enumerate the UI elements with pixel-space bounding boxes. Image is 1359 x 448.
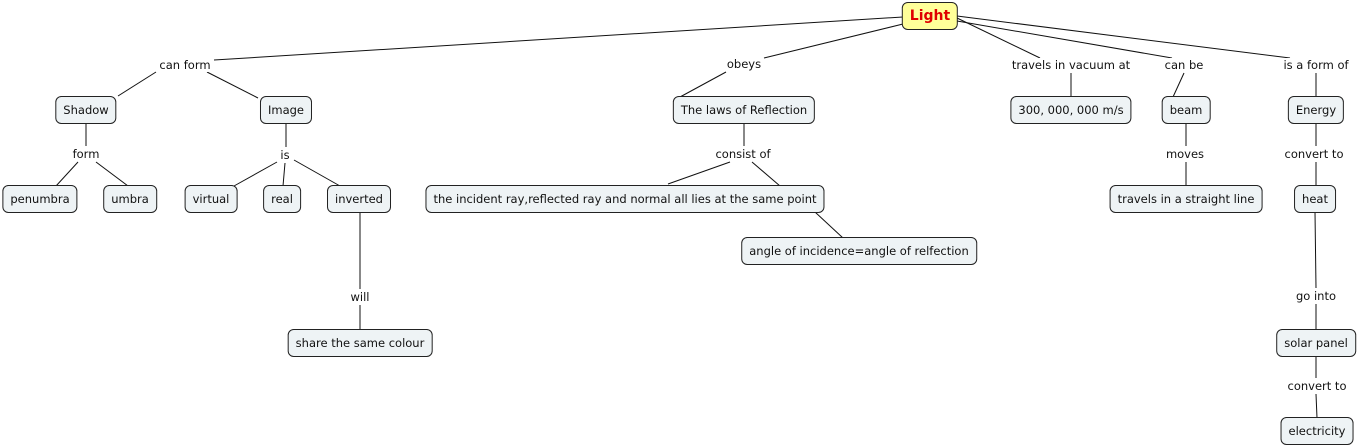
link-can-be: can be	[1162, 58, 1206, 72]
node-incident-ray[interactable]: the incident ray,reflected ray and norma…	[425, 185, 825, 213]
root-node-light[interactable]: Light	[901, 2, 959, 30]
link-convert-to: convert to	[1285, 379, 1349, 393]
link-is: is	[278, 148, 292, 162]
node-virtual[interactable]: virtual	[184, 185, 238, 213]
link-will: will	[348, 290, 372, 304]
node-inverted[interactable]: inverted	[327, 185, 391, 213]
node-straight-line[interactable]: travels in a straight line	[1109, 185, 1263, 213]
link-convert-to: convert to	[1282, 147, 1346, 161]
node-penumbra[interactable]: penumbra	[2, 185, 78, 213]
node-umbra[interactable]: umbra	[103, 185, 157, 213]
node-energy[interactable]: Energy	[1287, 96, 1345, 124]
link-moves: moves	[1163, 147, 1207, 161]
link-form: form	[70, 147, 102, 161]
node-solar-panel[interactable]: solar panel	[1276, 329, 1356, 357]
link-consist-of: consist of	[713, 147, 773, 161]
node-shadow[interactable]: Shadow	[55, 96, 117, 124]
node-electricity[interactable]: electricity	[1280, 417, 1354, 445]
link-can-form: can form	[157, 58, 213, 72]
node-heat[interactable]: heat	[1294, 185, 1336, 213]
node-real[interactable]: real	[263, 185, 301, 213]
link-travels-vacuum: travels in vacuum at	[1009, 58, 1133, 72]
node-image[interactable]: Image	[259, 96, 313, 124]
node-same-colour[interactable]: share the same colour	[287, 329, 433, 357]
link-go-into: go into	[1293, 289, 1339, 303]
node-beam[interactable]: beam	[1161, 96, 1211, 124]
node-angle[interactable]: angle of incidence=angle of relfection	[741, 237, 977, 265]
node-laws-of-reflection[interactable]: The laws of Reflection	[672, 96, 816, 124]
link-is-form-of: is a form of	[1281, 58, 1351, 72]
link-obeys: obeys	[724, 57, 764, 71]
node-speed[interactable]: 300, 000, 000 m/s	[1010, 96, 1132, 124]
